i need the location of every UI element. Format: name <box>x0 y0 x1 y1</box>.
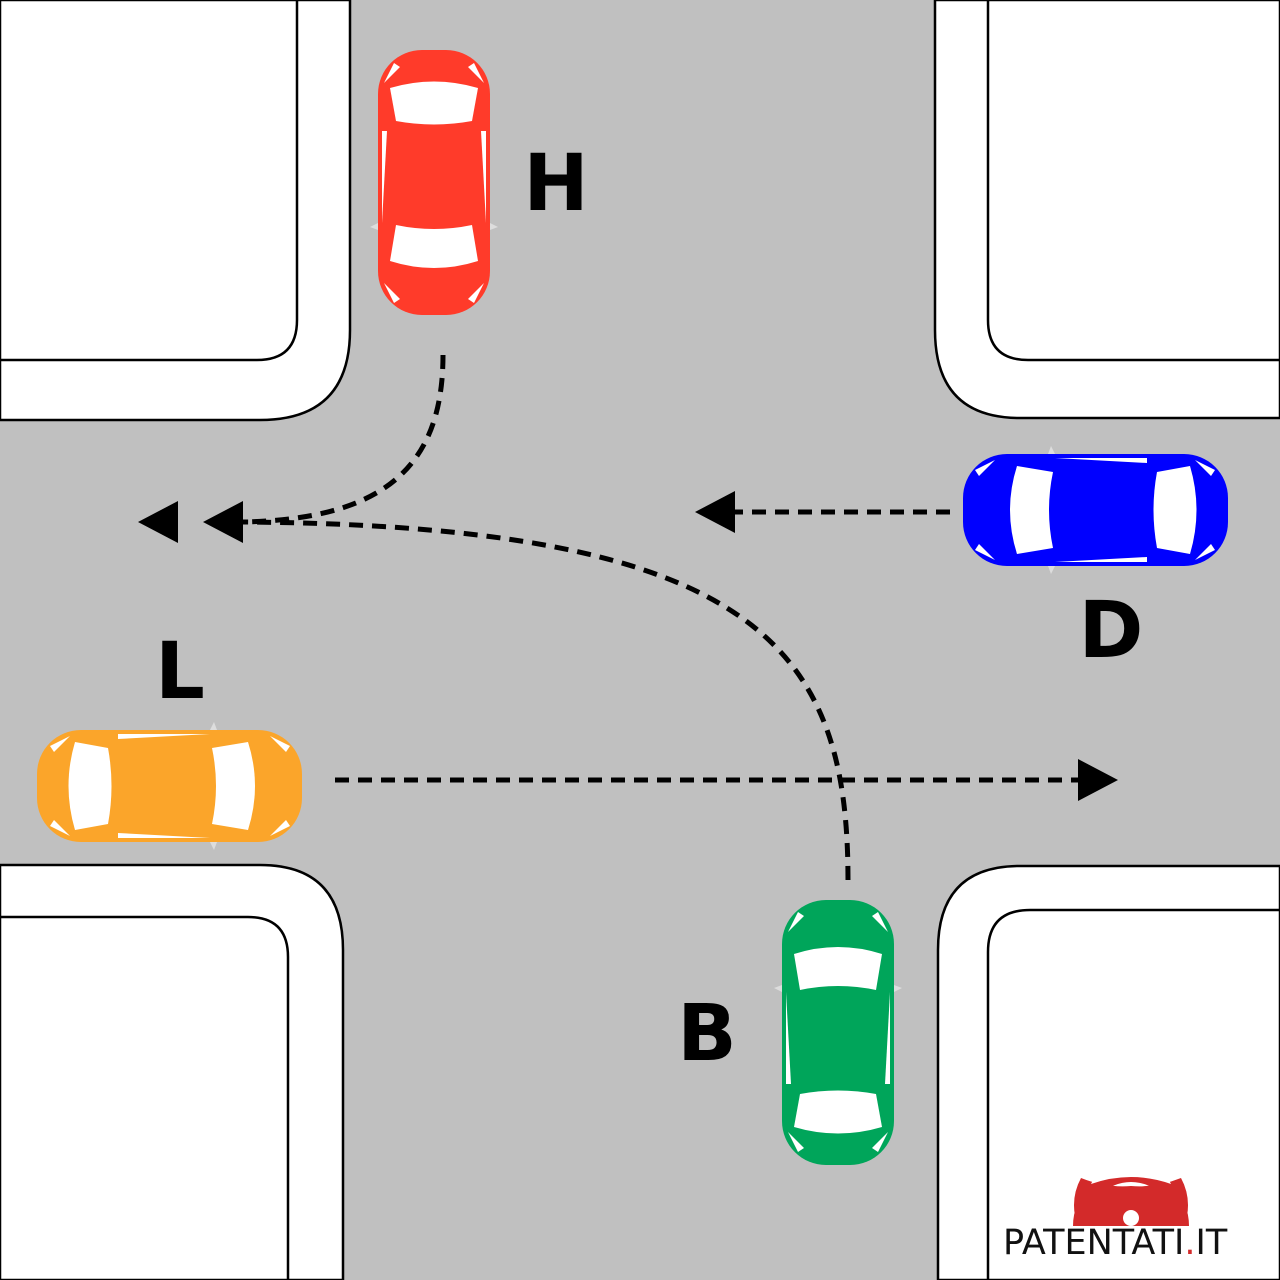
vehicle-label-H: H <box>523 145 588 223</box>
car-B <box>774 900 902 1165</box>
car-D <box>963 446 1228 574</box>
logo-dot: . <box>1184 1223 1195 1263</box>
logo-name: PATENTATI <box>1003 1223 1184 1263</box>
vehicle-label-L: L <box>155 633 205 711</box>
logo-tld: IT <box>1196 1223 1228 1263</box>
sidewalk-bottom-left <box>0 865 343 1280</box>
brand-logo: PATENTATI.IT <box>1003 1226 1227 1261</box>
vehicle-label-D: D <box>1079 592 1144 670</box>
vehicle-label-B: B <box>677 995 736 1073</box>
car-L <box>37 722 302 850</box>
car-H <box>370 50 498 315</box>
